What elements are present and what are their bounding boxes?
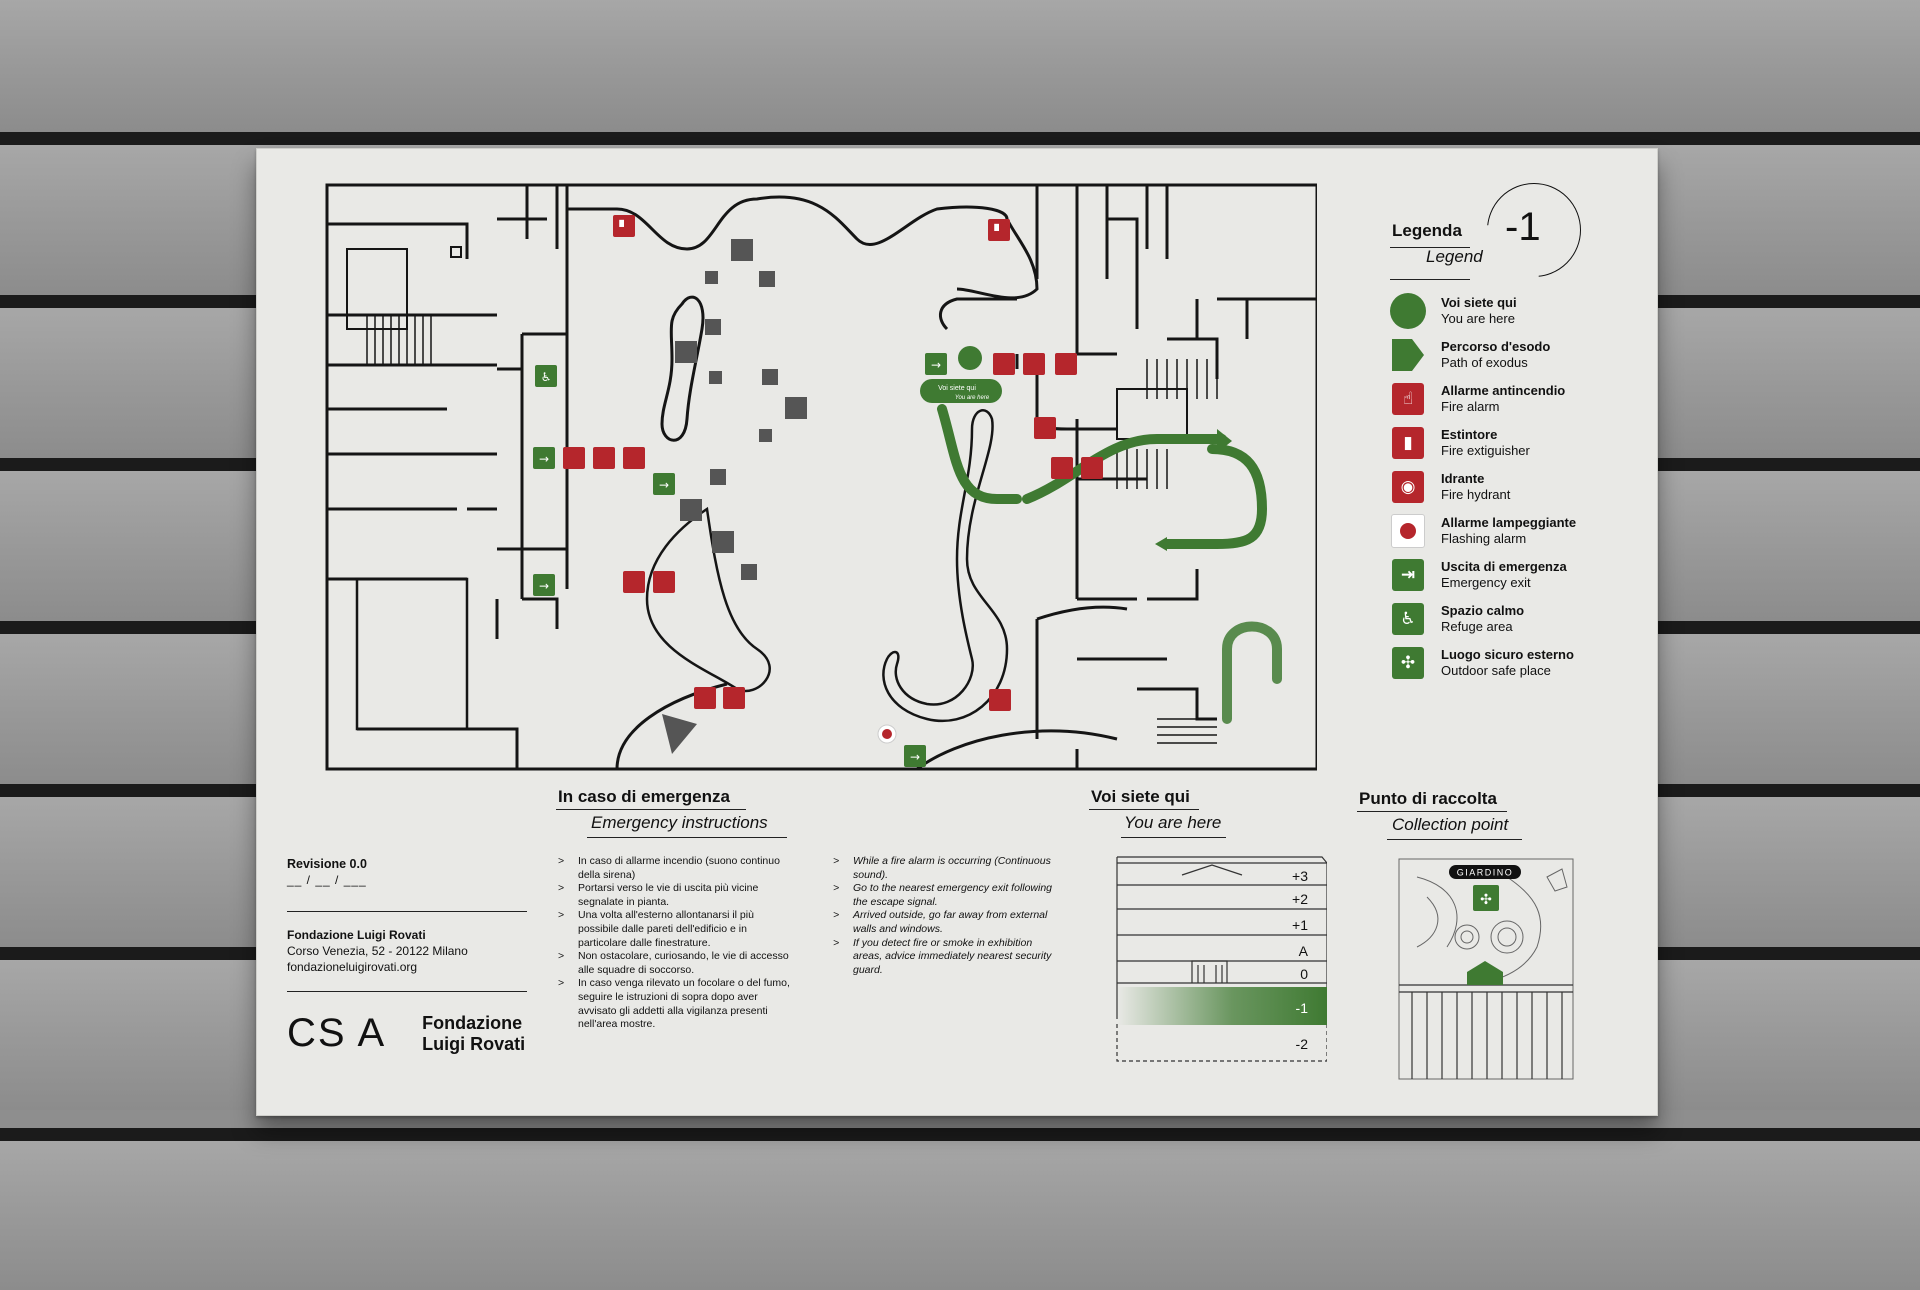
instruction-it: Non ostacolare, curiosando, le vie di ac… [558,950,793,977]
map-here-label-en: You are here [955,395,990,401]
collection-place-label: GIARDINO [1457,868,1514,878]
floor-number: -1 [1505,205,1541,249]
fire-extinguisher-icon: ▮ [1392,427,1424,459]
emergency-exit-icon: ⇥ [1392,559,1424,591]
flashing-alarm-icon [1391,514,1425,548]
outdoor-safe-place-icon: ✣ [1392,647,1424,679]
floor-label: 0 [1300,966,1308,982]
building-section-diagram: +3 +2 +1 A 0 -1 -2 [1116,856,1327,1062]
instruction-en: While a fire alarm is occurring (Continu… [833,855,1063,882]
floor-label-current: -1 [1296,1000,1309,1016]
revision-block: Revisione 0.0 __ / __ / ___ [287,857,507,887]
divider [1089,809,1199,810]
legend-rule [1390,279,1470,280]
you-are-here-title: Voi siete qui [1091,787,1190,806]
svg-text:▘: ▘ [993,223,1003,238]
divider [287,991,527,992]
divider [1357,811,1507,812]
org-name: Fondazione Luigi Rovati [287,928,426,942]
svg-text:✣: ✣ [1480,892,1492,908]
floor-label: A [1299,943,1309,959]
fire-alarm-icon: ☝ [1392,383,1424,415]
svg-text:▘: ▘ [618,219,628,234]
divider [1387,839,1522,840]
you-are-here-subtitle: You are here [1124,813,1222,832]
legend-header: Legenda Legend [1392,221,1483,267]
org-address: Corso Venezia, 52 - 20122 Milano [287,944,468,958]
svg-text:→: → [539,579,549,593]
divider [287,911,527,912]
divider [1121,837,1226,838]
map-here-label-it: Voi siete qui [938,385,976,392]
floor-label: +1 [1292,917,1308,933]
svg-text:→: → [931,358,941,372]
evacuation-plan-sign: Voi siete qui You are here [256,148,1658,1116]
collection-subtitle: Collection point [1392,815,1509,834]
divider [587,837,787,838]
instruction-en: If you detect fire or smoke in exhibitio… [833,937,1063,978]
emergency-instructions-it: In caso di allarme incendio (suono conti… [558,855,793,1032]
svg-text:→: → [659,478,669,492]
logo-mark: CS A [287,1011,387,1055]
org-website: fondazioneluigirovati.org [287,960,418,974]
revision-date: __ / __ / ___ [287,873,367,887]
collection-point-map: GIARDINO ✣ [1398,858,1574,1080]
svg-text:♿: ♿ [541,370,552,384]
legend-subtitle: Legend [1426,247,1483,266]
floor-label: +2 [1292,891,1308,907]
refuge-area-icon: ♿ [1392,603,1424,635]
instruction-it: In caso venga rilevato un focolare o del… [558,977,793,1031]
exodus-arrow-icon [1392,339,1424,371]
legend-title: Legenda [1392,221,1462,240]
you-are-here-dot-icon [1390,293,1426,329]
fire-hydrant-icon: ◉ [1392,471,1424,503]
collection-title: Punto di raccolta [1359,789,1497,808]
divider [556,809,746,810]
emergency-subtitle: Emergency instructions [591,813,768,832]
revision-label: Revisione 0.0 [287,857,367,871]
floor-label: +3 [1292,868,1308,884]
instruction-it: Una volta all'esterno allontanarsi il pi… [558,909,793,950]
instruction-en: Go to the nearest emergency exit followi… [833,882,1063,909]
instruction-it: In caso di allarme incendio (suono conti… [558,855,793,882]
instruction-en: Arrived outside, go far away from extern… [833,909,1063,936]
legend-rule [1390,247,1470,248]
floor-plan-map: Voi siete qui You are here [325,183,1317,771]
emergency-instructions-en: While a fire alarm is occurring (Continu… [833,855,1063,977]
svg-text:→: → [539,452,549,466]
outdoor-safe-place-icon [1473,885,1499,911]
floor-label: -2 [1296,1036,1309,1052]
instruction-it: Portarsi verso le vie di uscita più vici… [558,882,793,909]
svg-text:→: → [910,750,920,764]
emergency-title: In caso di emergenza [558,787,730,806]
